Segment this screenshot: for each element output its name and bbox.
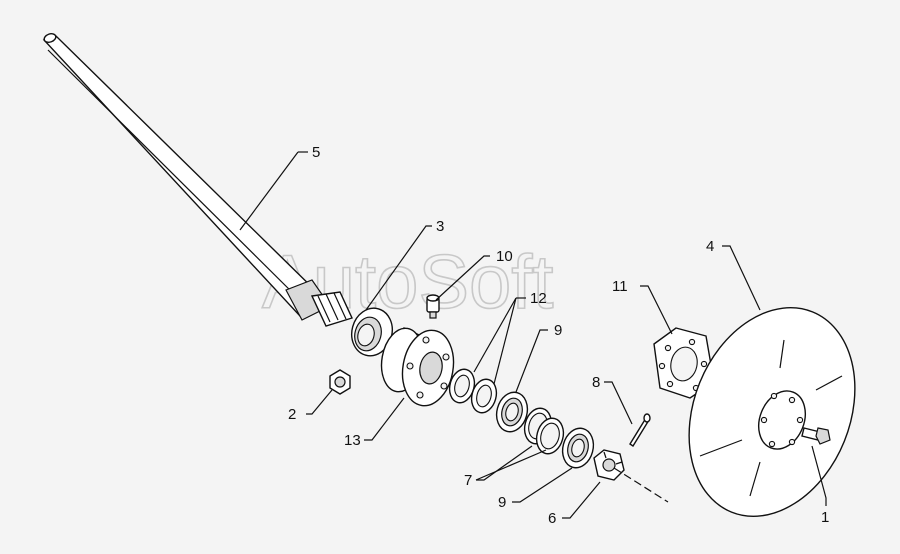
callout-labels: 5 3 10 12 9 8 11 4 2 13 7 9 6 1 (288, 144, 829, 527)
shaft-part-5 (42, 33, 353, 327)
races-part-7 (523, 407, 565, 455)
callout-9-lower: 9 (498, 494, 506, 511)
callout-9-upper: 9 (554, 322, 562, 339)
callout-4: 4 (706, 238, 714, 255)
bolt-part-1 (801, 427, 831, 445)
axis-line (613, 467, 669, 503)
rings-part-12 (448, 368, 498, 414)
nut-part-2 (329, 369, 351, 395)
hub-part-13 (380, 327, 455, 407)
callout-1: 1 (821, 509, 829, 526)
callout-12: 12 (530, 290, 547, 307)
cotter-pin-part-8 (629, 413, 651, 447)
callout-7: 7 (464, 472, 472, 489)
callout-6: 6 (548, 510, 556, 527)
callout-8: 8 (592, 374, 600, 391)
callout-10: 10 (496, 248, 513, 265)
castle-nut-part-6 (593, 449, 625, 481)
callout-13: 13 (344, 432, 361, 449)
callout-3: 3 (436, 218, 444, 235)
callout-5: 5 (312, 144, 320, 161)
disc-part-4 (688, 306, 856, 518)
bearing-part-9-upper (495, 391, 529, 433)
bearing-part-9-lower (561, 427, 595, 469)
callout-11: 11 (612, 278, 628, 295)
callout-2: 2 (288, 406, 296, 423)
leader-lines (239, 151, 827, 519)
gasket-part-11 (653, 327, 715, 399)
